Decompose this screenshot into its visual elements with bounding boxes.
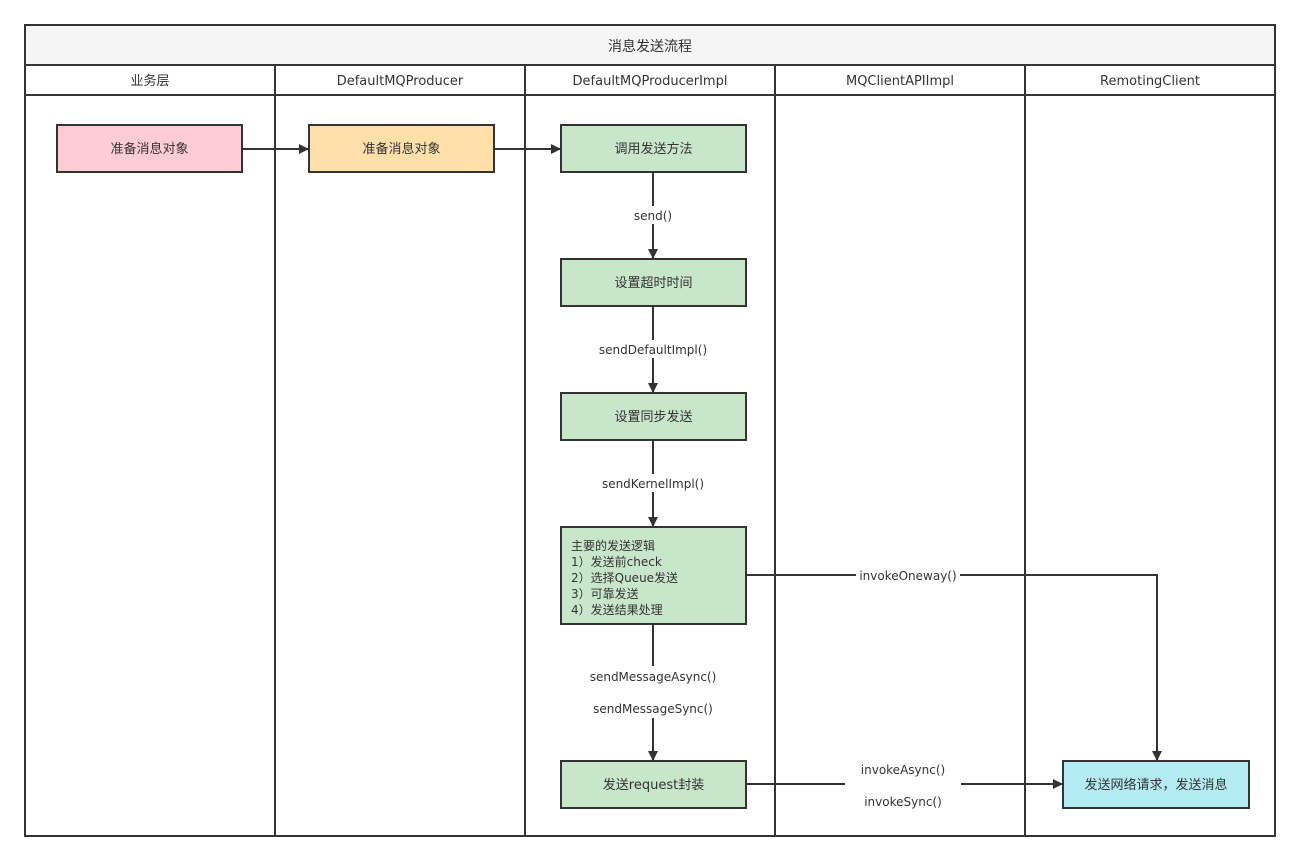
- box-request-wrap-shape: [560, 760, 747, 809]
- box-prepare-message-producer-label: 准备消息对象: [362, 141, 440, 157]
- box-prepare-message-business-shape: [56, 124, 243, 173]
- edge-label-send-default-impl: sendDefaultImpl(): [599, 343, 707, 357]
- box-prepare-message-business: 准备消息对象: [56, 124, 243, 173]
- box-prepare-message-producer: 准备消息对象: [308, 124, 495, 173]
- box-call-send-label: 调用发送方法: [614, 141, 692, 157]
- box-main-send-logic: 主要的发送逻辑 1）发送前check 2）选择Queue发送 3）可靠发送 4）…: [560, 526, 747, 625]
- diagram-title: 消息发送流程: [608, 38, 692, 55]
- box-prepare-message-producer-shape: [308, 124, 495, 173]
- edge-label-invoke-async: invokeAsync(): [861, 763, 945, 777]
- edge-label-send: send(): [634, 209, 672, 223]
- box-network-send: 发送网络请求，发送消息: [1062, 760, 1250, 809]
- box-set-timeout-label: 设置超时时间: [614, 276, 692, 291]
- main-logic-line: 3）可靠发送: [571, 586, 639, 601]
- main-logic-line: 2）选择Queue发送: [571, 570, 678, 585]
- lane-header-default-mq-producer: DefaultMQProducer: [337, 74, 464, 89]
- box-set-sync-shape: [560, 392, 747, 441]
- edge-label-send-message-sync: sendMessageSync(): [593, 702, 713, 716]
- box-set-sync-label: 设置同步发送: [614, 409, 692, 425]
- edge-invoke-oneway: [746, 574, 1162, 761]
- box-request-wrap-label: 发送request封装: [603, 777, 704, 793]
- edge-label-send-message-async: sendMessageAsync(): [590, 670, 717, 684]
- box-call-send-shape: [560, 124, 747, 173]
- main-logic-line: 主要的发送逻辑: [571, 538, 655, 553]
- lane-header-business: 业务层: [130, 73, 169, 89]
- box-request-wrap: 发送request封装: [560, 760, 747, 809]
- box-set-sync: 设置同步发送: [560, 392, 747, 441]
- box-network-send-shape: [1062, 760, 1250, 809]
- edge-label-invoke-sync: invokeSync(): [864, 795, 942, 809]
- swimlane-frame: [24, 24, 1276, 837]
- box-call-send: 调用发送方法: [560, 124, 747, 173]
- edge-label-invoke-oneway: invokeOneway(): [859, 569, 956, 583]
- edge-label-send-kernel-impl: sendKernelImpl(): [602, 477, 704, 491]
- lane-header-default-mq-producer-impl: DefaultMQProducerImpl: [573, 74, 728, 89]
- lane-header-remoting-client: RemotingClient: [1100, 74, 1200, 89]
- main-logic-line: 1）发送前check: [571, 554, 662, 569]
- box-set-timeout: 设置超时时间: [560, 258, 747, 307]
- box-network-send-label: 发送网络请求，发送消息: [1084, 777, 1227, 793]
- box-set-timeout-shape: [560, 258, 747, 307]
- main-logic-line: 4）发送结果处理: [571, 602, 663, 617]
- box-main-send-logic-shape: [560, 526, 747, 625]
- box-prepare-message-business-label: 准备消息对象: [110, 141, 188, 157]
- lane-header-mq-client-api-impl: MQClientAPIImpl: [846, 74, 954, 89]
